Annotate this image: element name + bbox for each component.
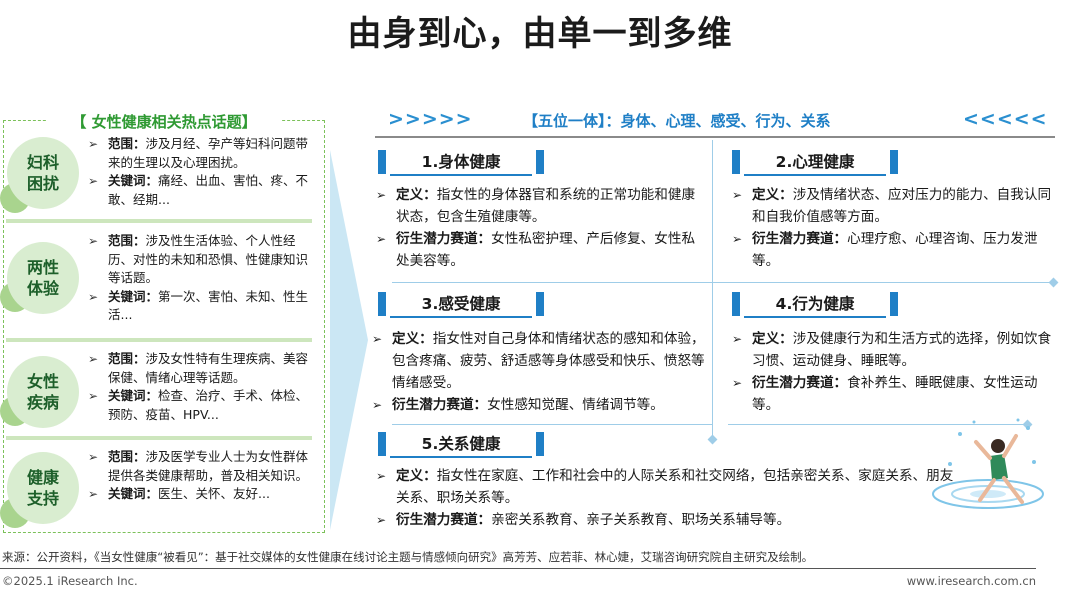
- section-heading-mental: 2.心理健康: [732, 150, 898, 176]
- bracket-right-icon: [890, 292, 898, 316]
- topic-badge: 妇科困扰: [7, 137, 79, 209]
- water-splash-illustration: [932, 418, 1044, 509]
- flow-arrow-shape: [330, 150, 368, 530]
- topic-badge: 两性体验: [7, 242, 79, 314]
- divider: [6, 219, 312, 223]
- grid-horizontal-line: [392, 282, 1054, 283]
- diamond-icon: [1048, 277, 1059, 288]
- topic-badge: 健康支持: [7, 452, 79, 524]
- divider: [6, 338, 312, 342]
- topic-badge: 女性疾病: [7, 356, 79, 428]
- topic-keywords: ➢关键词：第一次、害怕、未知、性生活...: [88, 288, 309, 323]
- copyright: ©2025.1 iResearch Inc.: [2, 574, 138, 588]
- source-note: 来源：公开资料，《当女性健康“被看见”：基于社交媒体的女性健康在线讨论主题与情感…: [2, 550, 814, 564]
- section-heading-behavior: 4.行为健康: [732, 292, 898, 318]
- hot-topics-heading: 【 女性健康相关热点话题】: [46, 111, 282, 132]
- website-link[interactable]: www.iresearch.com.cn: [906, 574, 1036, 588]
- grid-horizontal-line: [728, 424, 1028, 425]
- bracket-right-icon: [536, 150, 544, 174]
- divider: [6, 436, 312, 440]
- page-title: 由身到心，由单一到多维: [347, 14, 733, 54]
- bracket-left-icon: [378, 292, 386, 316]
- five-in-one-title: 【五位一体】：身体、心理、感受、行为、关系: [523, 112, 831, 130]
- bracket-left-icon: [378, 150, 386, 174]
- section-heading-relationship: 5.关系健康: [378, 432, 544, 458]
- topic-scope: ➢范围：涉及性生活体验、个人性经历、对性的未知和恐惧、性健康知识等话题。: [88, 233, 309, 285]
- five-in-one-header: >>>>> 【五位一体】：身体、心理、感受、行为、关系 <<<<<: [378, 108, 1058, 132]
- bracket-left-icon: [378, 432, 386, 456]
- section-behavior-text: ➢定义：涉及健康行为和生活方式的选择，例如饮食习惯、运动健身、睡眠等。 ➢衍生潜…: [732, 331, 1052, 413]
- bracket-left-icon: [732, 150, 740, 174]
- topic-scope: ➢范围：涉及医学专业人士为女性群体提供各类健康帮助，普及相关知识。: [88, 449, 309, 483]
- section-heading-body: 1.身体健康: [378, 150, 544, 176]
- section-heading-perception: 3.感受健康: [378, 292, 544, 318]
- topic-scope: ➢范围：涉及月经、孕产等妇科问题带来的生理以及心理困扰。: [88, 136, 309, 170]
- footer-rule: [0, 568, 1036, 569]
- topic-keywords: ➢关键词：检查、治疗、手术、体检、预防、疫苗、HPV...: [88, 388, 309, 422]
- topic-scope: ➢范围：涉及女性特有生理疾病、美容保健、情绪心理等话题。: [88, 351, 309, 385]
- section-perception-text: ➢定义：指女性对自己身体和情绪状态的感知和体验，包含疼痛、疲劳、舒适感等身体感受…: [372, 331, 705, 413]
- section-body-text: ➢定义：指女性的身体器官和系统的正常功能和健康状态，包含生殖健康等。 ➢衍生潜力…: [376, 187, 696, 269]
- bracket-right-icon: [890, 150, 898, 174]
- topic-keywords: ➢关键词：痛经、出血、害怕、疼、不敢、经期...: [88, 173, 309, 207]
- diamond-icon: [707, 434, 718, 445]
- header-rule: [375, 136, 1055, 138]
- grid-vertical-line: [712, 140, 713, 438]
- topic-keywords: ➢关键词：医生、关怀、友好...: [88, 486, 270, 501]
- bracket-right-icon: [536, 292, 544, 316]
- bracket-right-icon: [536, 432, 544, 456]
- grid-horizontal-line: [392, 424, 712, 425]
- chevrons-right-icon: >>>>>: [388, 108, 473, 130]
- section-relationship-text: ➢定义：指女性在家庭、工作和社会中的人际关系和社交网络，包括亲密关系、家庭关系、…: [376, 468, 954, 528]
- bracket-left-icon: [732, 292, 740, 316]
- chevrons-left-icon: <<<<<: [963, 108, 1048, 130]
- section-mental-text: ➢定义：涉及情绪状态、应对压力的能力、自我认同和自我价值感等方面。 ➢衍生潜力赛…: [732, 187, 1052, 269]
